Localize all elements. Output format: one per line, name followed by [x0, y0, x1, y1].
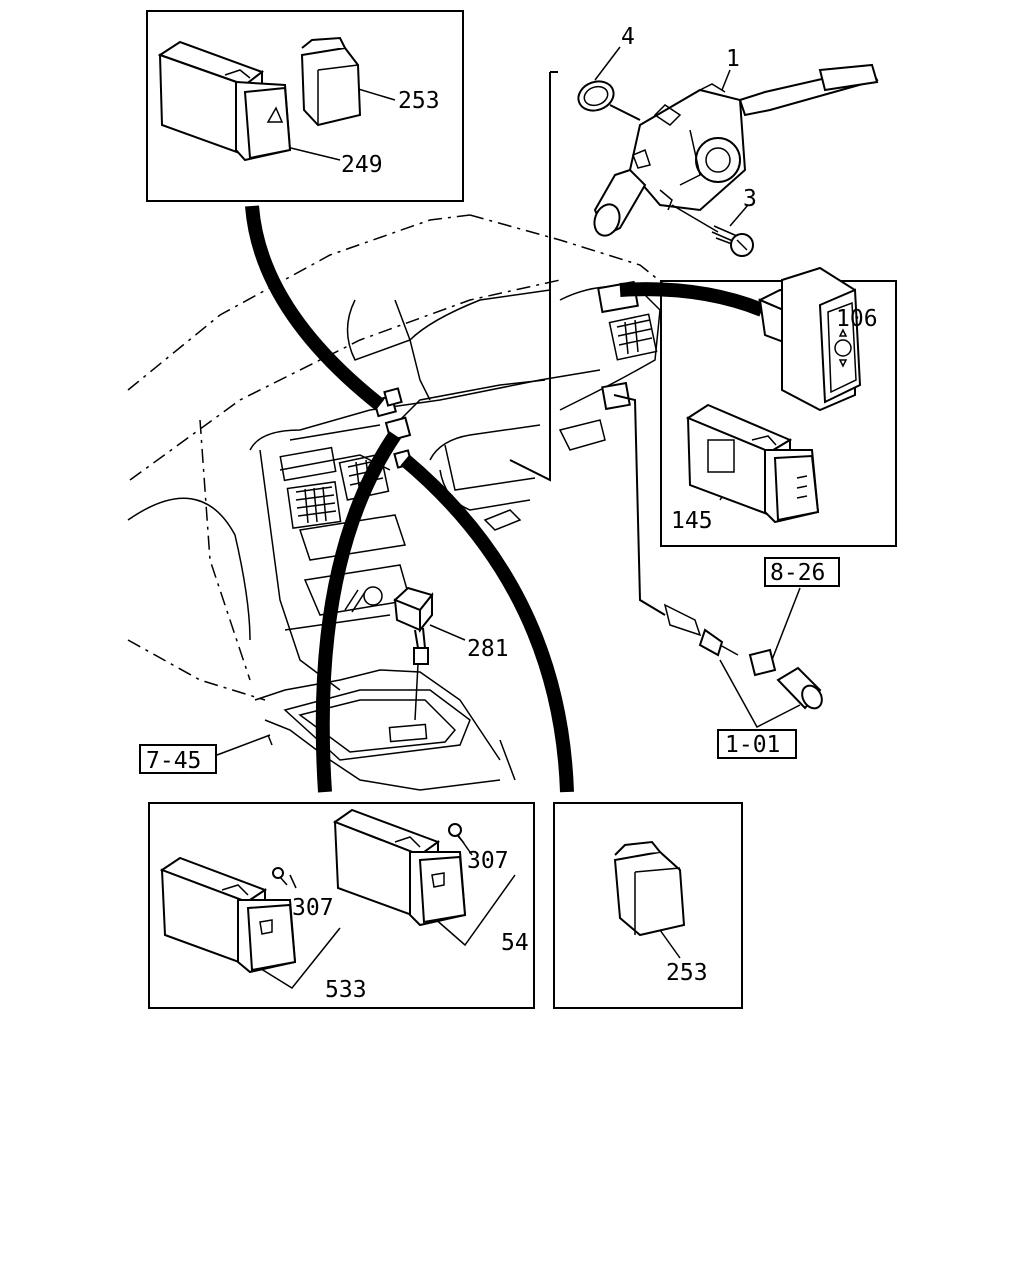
bulb-socket-assembly: [663, 603, 823, 710]
screw-307-a: [272, 867, 288, 886]
callout-54: 54: [501, 930, 529, 956]
callout-3: 3: [743, 186, 757, 212]
heavy-leader-106: [619, 282, 765, 317]
panel-frame-bottom-right: [553, 802, 743, 1009]
panel-mirror-switch: [660, 266, 897, 547]
fog-switch-145: [685, 403, 820, 524]
switch-with-harness-281: [393, 586, 434, 721]
callout-253-bottom: 253: [666, 960, 708, 986]
screw-307-b: [448, 823, 465, 844]
panel-frame-right: [660, 280, 897, 547]
reference-box-7-45: 7-45: [139, 744, 217, 774]
heavy-leader-533: [315, 431, 401, 793]
panel-switch-cap: [553, 802, 743, 1009]
reference-8-26: 8-26: [770, 560, 825, 586]
callout-4: 4: [621, 24, 635, 50]
clip-4: [577, 80, 641, 121]
callout-145: 145: [671, 508, 713, 534]
reference-1-01: 1-01: [725, 732, 780, 758]
switch-cap-253-b: [613, 840, 686, 937]
callout-533: 533: [325, 977, 367, 1003]
reference-7-45: 7-45: [146, 748, 201, 774]
callout-249: 249: [341, 152, 383, 178]
right-air-vent: [608, 313, 658, 361]
switch-533: [159, 856, 297, 974]
reference-labels: 8-26 1-01 7-45: [139, 557, 840, 774]
switch-cap-253: [300, 36, 362, 127]
heavy-leader-249: [245, 205, 385, 411]
callout-281: 281: [467, 636, 509, 662]
callout-106: 106: [836, 306, 878, 332]
dashboard-outline: [127, 214, 666, 791]
callout-253-top: 253: [398, 88, 440, 114]
switch-54: [332, 808, 467, 927]
reference-box-8-26: 8-26: [764, 557, 840, 587]
screw-3: [671, 204, 754, 257]
panel-frame-top-left: [146, 10, 464, 202]
reference-box-1-01: 1-01: [717, 729, 797, 759]
combination-switch-1: [593, 63, 879, 237]
callout-1: 1: [726, 46, 740, 72]
heavy-leader-253b: [400, 454, 574, 793]
panel-frame-bottom-left: [148, 802, 535, 1009]
hazard-switch-249: [157, 40, 292, 162]
mirror-switch-106: [757, 266, 862, 412]
callout-labels: 249 253 4 1 3 106 145 281 307 307 533 54…: [292, 24, 878, 1003]
dash-switch-d: [383, 387, 403, 407]
combination-switch-assembly: [577, 63, 879, 257]
panel-window-switch: [148, 802, 535, 1009]
callout-307-right: 307: [467, 848, 509, 874]
left-air-vent: [286, 481, 342, 529]
panel-hazard-switch: [146, 10, 464, 202]
callout-307-left: 307: [292, 895, 334, 921]
